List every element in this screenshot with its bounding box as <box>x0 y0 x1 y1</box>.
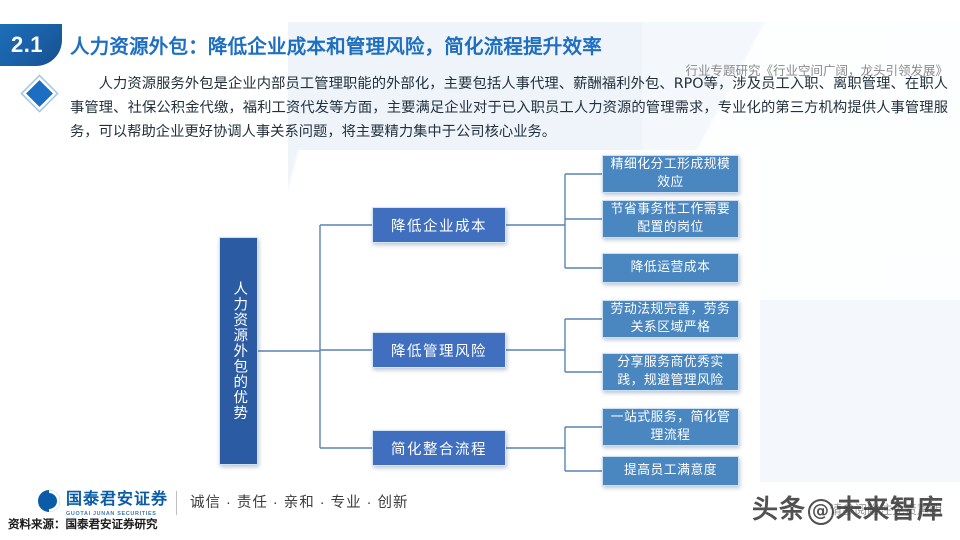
disclaimer-note: 请参阅附注免责声明 <box>829 503 942 517</box>
diagram-branch-node-2[interactable]: 降低管理风险 <box>372 332 506 368</box>
diagram-leaf-node[interactable]: 劳动法规完善，劳务关系区域严格 <box>602 300 739 338</box>
intro-paragraph-text: 人力资源服务外包是企业内部员工管理职能的外部化，主要包括人事代理、薪酬福利外包、… <box>70 76 948 140</box>
background-diagonal-upper <box>430 0 960 300</box>
diagram-leaf-node[interactable]: 精细化分工形成规模效应 <box>602 155 739 193</box>
company-logo-icon <box>38 490 60 512</box>
diagram-branch-node-1[interactable]: 降低企业成本 <box>372 207 506 243</box>
diagram-leaf-node[interactable]: 提高员工满意度 <box>602 456 739 486</box>
company-name-cn: 国泰君安证券 <box>66 491 169 508</box>
at-symbol-icon: @ <box>807 499 834 525</box>
diagram-connector-lines <box>258 173 602 472</box>
report-reference-note: 行业专题研究《行业空间广阔，龙头引领发展》 <box>685 64 948 78</box>
watermark-suffix: 未来智库 <box>835 495 944 525</box>
diagram-leaf-node[interactable]: 一站式服务，简化管理流程 <box>602 408 739 446</box>
page-title: 人力资源外包：降低企业成本和管理风险，简化流程提升效率 <box>70 36 602 58</box>
diagram-root-node[interactable]: 人力资源外包的优势 <box>219 237 258 465</box>
slide-header: 2.1 人力资源外包：降低企业成本和管理风险，简化流程提升效率 行业专题研究《行… <box>0 24 960 78</box>
source-citation: 资料来源：国泰君安证券研究 <box>8 519 158 531</box>
company-name-en: GUOTAI JUNAN SECURITIES <box>66 511 157 517</box>
watermark-prefix: 头条 <box>751 495 806 525</box>
section-number-badge: 2.1 <box>0 24 62 66</box>
diagram-leaf-node[interactable]: 节省事务性工作需要配置的岗位 <box>602 200 739 238</box>
background-top-strip <box>0 0 960 22</box>
background-bottom-strip <box>0 482 960 540</box>
company-slogan: 诚信 · 责任 · 亲和 · 专业 · 创新 <box>190 495 409 511</box>
slide-footer: 国泰君安证券 GUOTAI JUNAN SECURITIES 诚信 · 责任 ·… <box>0 480 960 540</box>
diagram-leaf-node[interactable]: 分享服务商优秀实践，规避管理风险 <box>602 353 739 391</box>
intro-paragraph-block: 人力资源服务外包是企业内部员工管理职能的外部化，主要包括人事代理、薪酬福利外包、… <box>26 72 948 144</box>
watermark: 头条@未来智库 <box>752 489 944 526</box>
diagram-branch-node-3[interactable]: 简化整合流程 <box>372 430 506 466</box>
footer-divider <box>176 491 177 515</box>
diagram-leaf-node[interactable]: 降低运营成本 <box>602 253 739 283</box>
diamond-bullet-icon <box>26 80 53 107</box>
advantages-diagram: 人力资源外包的优势 降低企业成本 降低管理风险 简化整合流程 精细化分工形成规模… <box>0 150 960 490</box>
